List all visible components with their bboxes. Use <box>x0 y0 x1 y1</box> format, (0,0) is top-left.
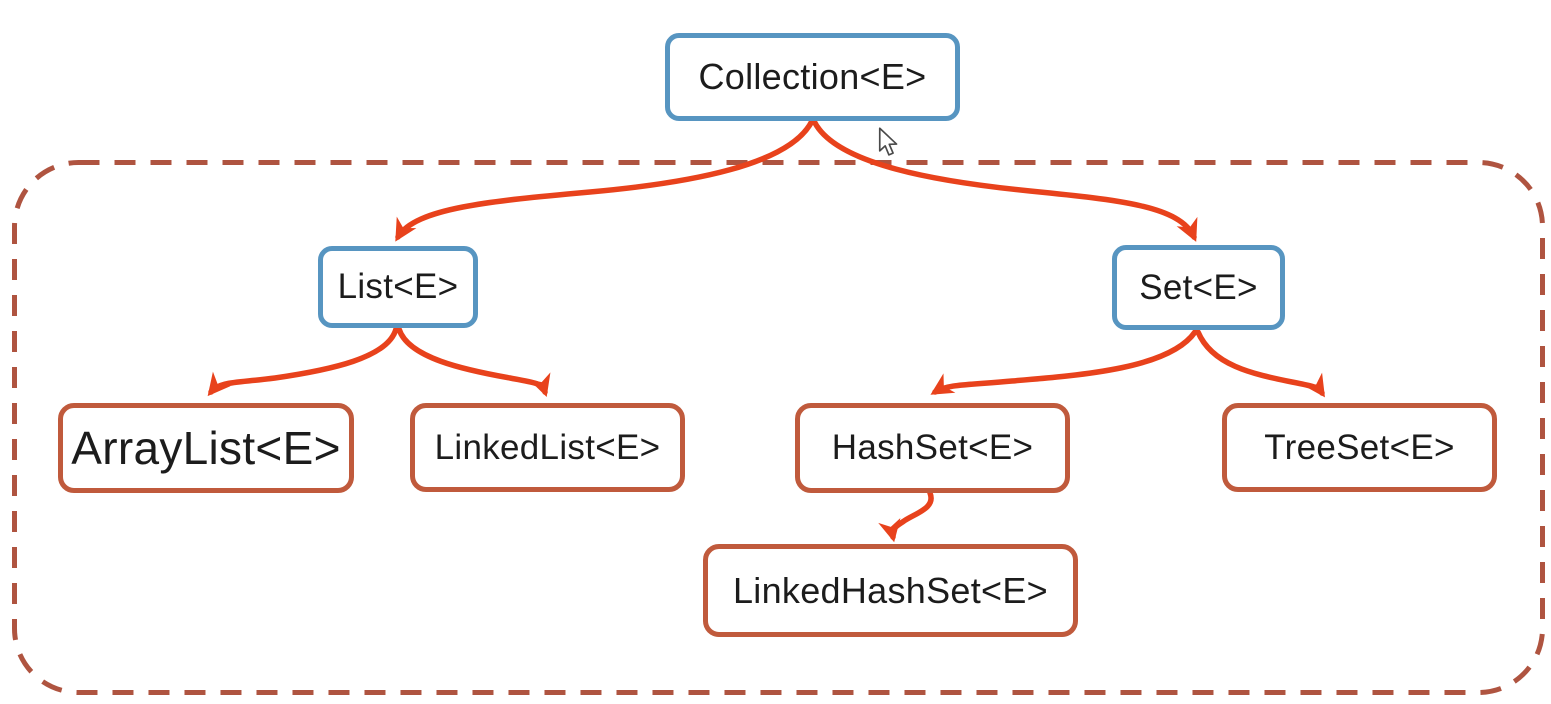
node-linkedhashset: LinkedHashSet<E> <box>703 544 1078 637</box>
node-linkedhashset-label: LinkedHashSet<E> <box>732 569 1049 611</box>
node-hashset: HashSet<E> <box>795 403 1070 493</box>
node-treeset-label: TreeSet<E> <box>1264 427 1455 467</box>
edge-set-to-hashset <box>930 329 1198 395</box>
edge-list-to-arraylist <box>207 326 399 397</box>
node-list: List<E> <box>318 246 478 328</box>
implementations-group-outline <box>12 160 1545 695</box>
node-linkedlist: LinkedList<E> <box>410 403 685 492</box>
edge-collection-to-set <box>811 118 1198 242</box>
edge-list-to-linkedlist <box>396 326 551 398</box>
node-treeset: TreeSet<E> <box>1222 403 1497 492</box>
node-set: Set<E> <box>1112 245 1285 330</box>
node-arraylist: ArrayList<E> <box>58 403 354 493</box>
edge-collection-to-list <box>395 118 815 242</box>
node-linkedlist-label: LinkedList<E> <box>434 427 661 467</box>
node-collection: Collection<E> <box>665 33 960 121</box>
edge-hashset-to-linkedhashset <box>878 490 934 543</box>
node-collection-label: Collection<E> <box>698 56 927 97</box>
edge-set-to-treeset <box>1195 329 1325 398</box>
mouse-cursor-icon <box>878 127 898 156</box>
node-hashset-label: HashSet<E> <box>831 428 1034 467</box>
node-arraylist-label: ArrayList<E> <box>71 422 341 474</box>
node-list-label: List<E> <box>337 267 459 306</box>
node-set-label: Set<E> <box>1139 267 1258 307</box>
